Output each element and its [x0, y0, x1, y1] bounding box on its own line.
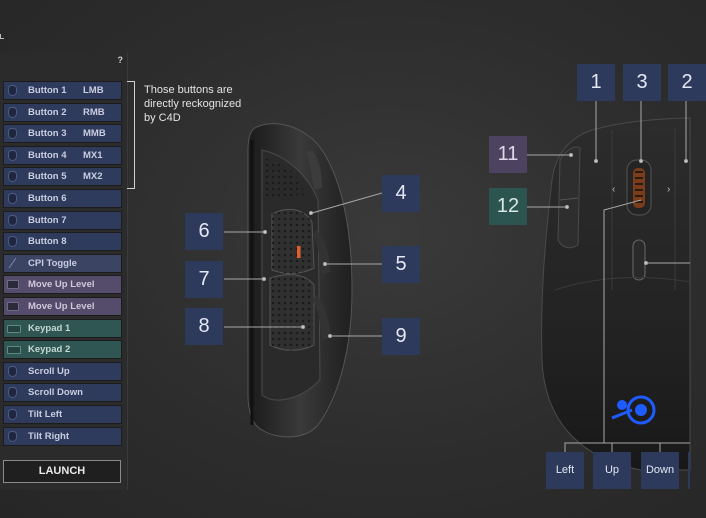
side-button-tag-5: 5 — [382, 246, 420, 283]
top-button-tag-1: 1 — [577, 64, 615, 101]
mapping-row-code: LMB — [83, 85, 104, 96]
mapping-row-code: RMB — [83, 106, 105, 118]
mouse-icon — [8, 192, 17, 204]
mapping-row-code: MX2 — [83, 171, 103, 183]
mapping-row[interactable]: Tilt Left — [3, 404, 122, 424]
keyboard-icon — [7, 324, 21, 333]
bracket-marker — [127, 81, 135, 189]
mouse-icon — [8, 387, 17, 399]
top-button-tag-11: 11 — [489, 136, 527, 173]
mapping-row-label: Button 5 — [28, 171, 67, 183]
mapping-row[interactable]: Scroll Up — [3, 361, 122, 381]
mouse-icon — [8, 149, 17, 161]
mapping-row[interactable]: Button 4 MX1 — [3, 145, 122, 165]
mapping-row[interactable]: Move Up Level — [3, 296, 122, 316]
bracket-note: Those buttons are directly reckognized b… — [144, 84, 242, 124]
top-mouse-image: ‹ › — [541, 117, 691, 471]
side-button-tag-8: 8 — [185, 308, 223, 345]
mapping-row-label: Scroll Down — [28, 387, 83, 399]
mapping-row-label: Button 4 — [28, 149, 67, 161]
svg-text:‹: ‹ — [612, 184, 615, 195]
mouse-icon — [8, 85, 17, 96]
monitor-icon — [7, 280, 19, 290]
direction-tag-left: Left — [546, 452, 584, 489]
side-button-tag-7: 7 — [185, 261, 223, 298]
mapping-row[interactable]: CPI Toggle — [3, 253, 122, 273]
mapping-row-label: Move Up Level — [28, 300, 95, 312]
mapping-row-label: Button 8 — [28, 236, 67, 248]
mapping-row-code: MMB — [83, 128, 106, 140]
mapping-row-label: Scroll Up — [28, 365, 70, 377]
direction-tag-down: Down — [641, 452, 679, 489]
keyboard-icon — [7, 346, 21, 355]
monitor-icon — [7, 301, 19, 311]
svg-text:›: › — [667, 184, 670, 195]
mapping-row-label: Tilt Right — [28, 430, 69, 442]
mapping-row-label: Button 6 — [28, 192, 67, 204]
mapping-row[interactable]: Tilt Right — [3, 426, 122, 446]
mapping-row-label: Keypad 1 — [28, 322, 71, 334]
callout-lines — [224, 101, 690, 452]
mapping-row[interactable]: Keypad 1 — [3, 318, 122, 338]
mapping-row-label: Button 7 — [28, 214, 67, 226]
mapping-row[interactable]: Scroll Down — [3, 383, 122, 403]
mapping-row-label: Tilt Left — [28, 408, 63, 420]
mouse-icon — [8, 408, 17, 420]
mapping-row-label: Button 3 — [28, 128, 67, 140]
mapping-row[interactable]: Button 2 RMB — [3, 102, 122, 122]
top-button-tag-2: 2 — [668, 64, 706, 101]
mouse-icon — [8, 106, 17, 118]
mapping-row[interactable]: Keypad 2 — [3, 340, 122, 360]
mapping-row-label: Move Up Level — [28, 279, 95, 291]
mapping-row[interactable]: Move Up Level — [3, 275, 122, 295]
mouse-icon — [8, 128, 17, 140]
mapping-row[interactable]: Button 1 LMB — [3, 81, 122, 100]
help-button[interactable]: ? — [117, 55, 124, 65]
mapping-row-label: CPI Toggle — [28, 257, 77, 269]
direction-tag-up: Up — [593, 452, 631, 489]
side-button-tag-9: 9 — [382, 318, 420, 355]
mapping-row[interactable]: Button 3 MMB — [3, 124, 122, 144]
mouse-icon — [8, 171, 17, 183]
launch-button[interactable]: LAUNCH — [3, 460, 121, 483]
mapping-row-code: MX1 — [83, 149, 103, 161]
mapping-row-label: Button 1 — [28, 85, 67, 96]
mapping-row-label: Keypad 2 — [28, 344, 71, 356]
side-button-tag-6: 6 — [185, 213, 223, 250]
slash-icon — [8, 258, 17, 269]
mouse-icon — [8, 430, 17, 442]
mouse-icon — [8, 365, 17, 377]
mapping-row-label: Button 2 — [28, 106, 67, 118]
top-button-tag-3: 3 — [623, 64, 661, 101]
top-button-tag-12: 12 — [489, 188, 527, 225]
direction-tag-partial — [688, 452, 690, 489]
side-mouse-image — [247, 123, 353, 438]
mapping-row[interactable]: Button 6 — [3, 188, 122, 208]
mouse-icon — [8, 214, 17, 226]
brand-logo-icon — [611, 395, 656, 425]
mapping-row[interactable]: Button 5 MX2 — [3, 167, 122, 187]
side-button-tag-4: 4 — [382, 175, 420, 212]
mapping-row[interactable]: Button 8 — [3, 232, 122, 252]
mapping-row[interactable]: Button 7 — [3, 210, 122, 230]
mouse-icon — [8, 236, 17, 248]
edge-marker — [0, 34, 4, 39]
